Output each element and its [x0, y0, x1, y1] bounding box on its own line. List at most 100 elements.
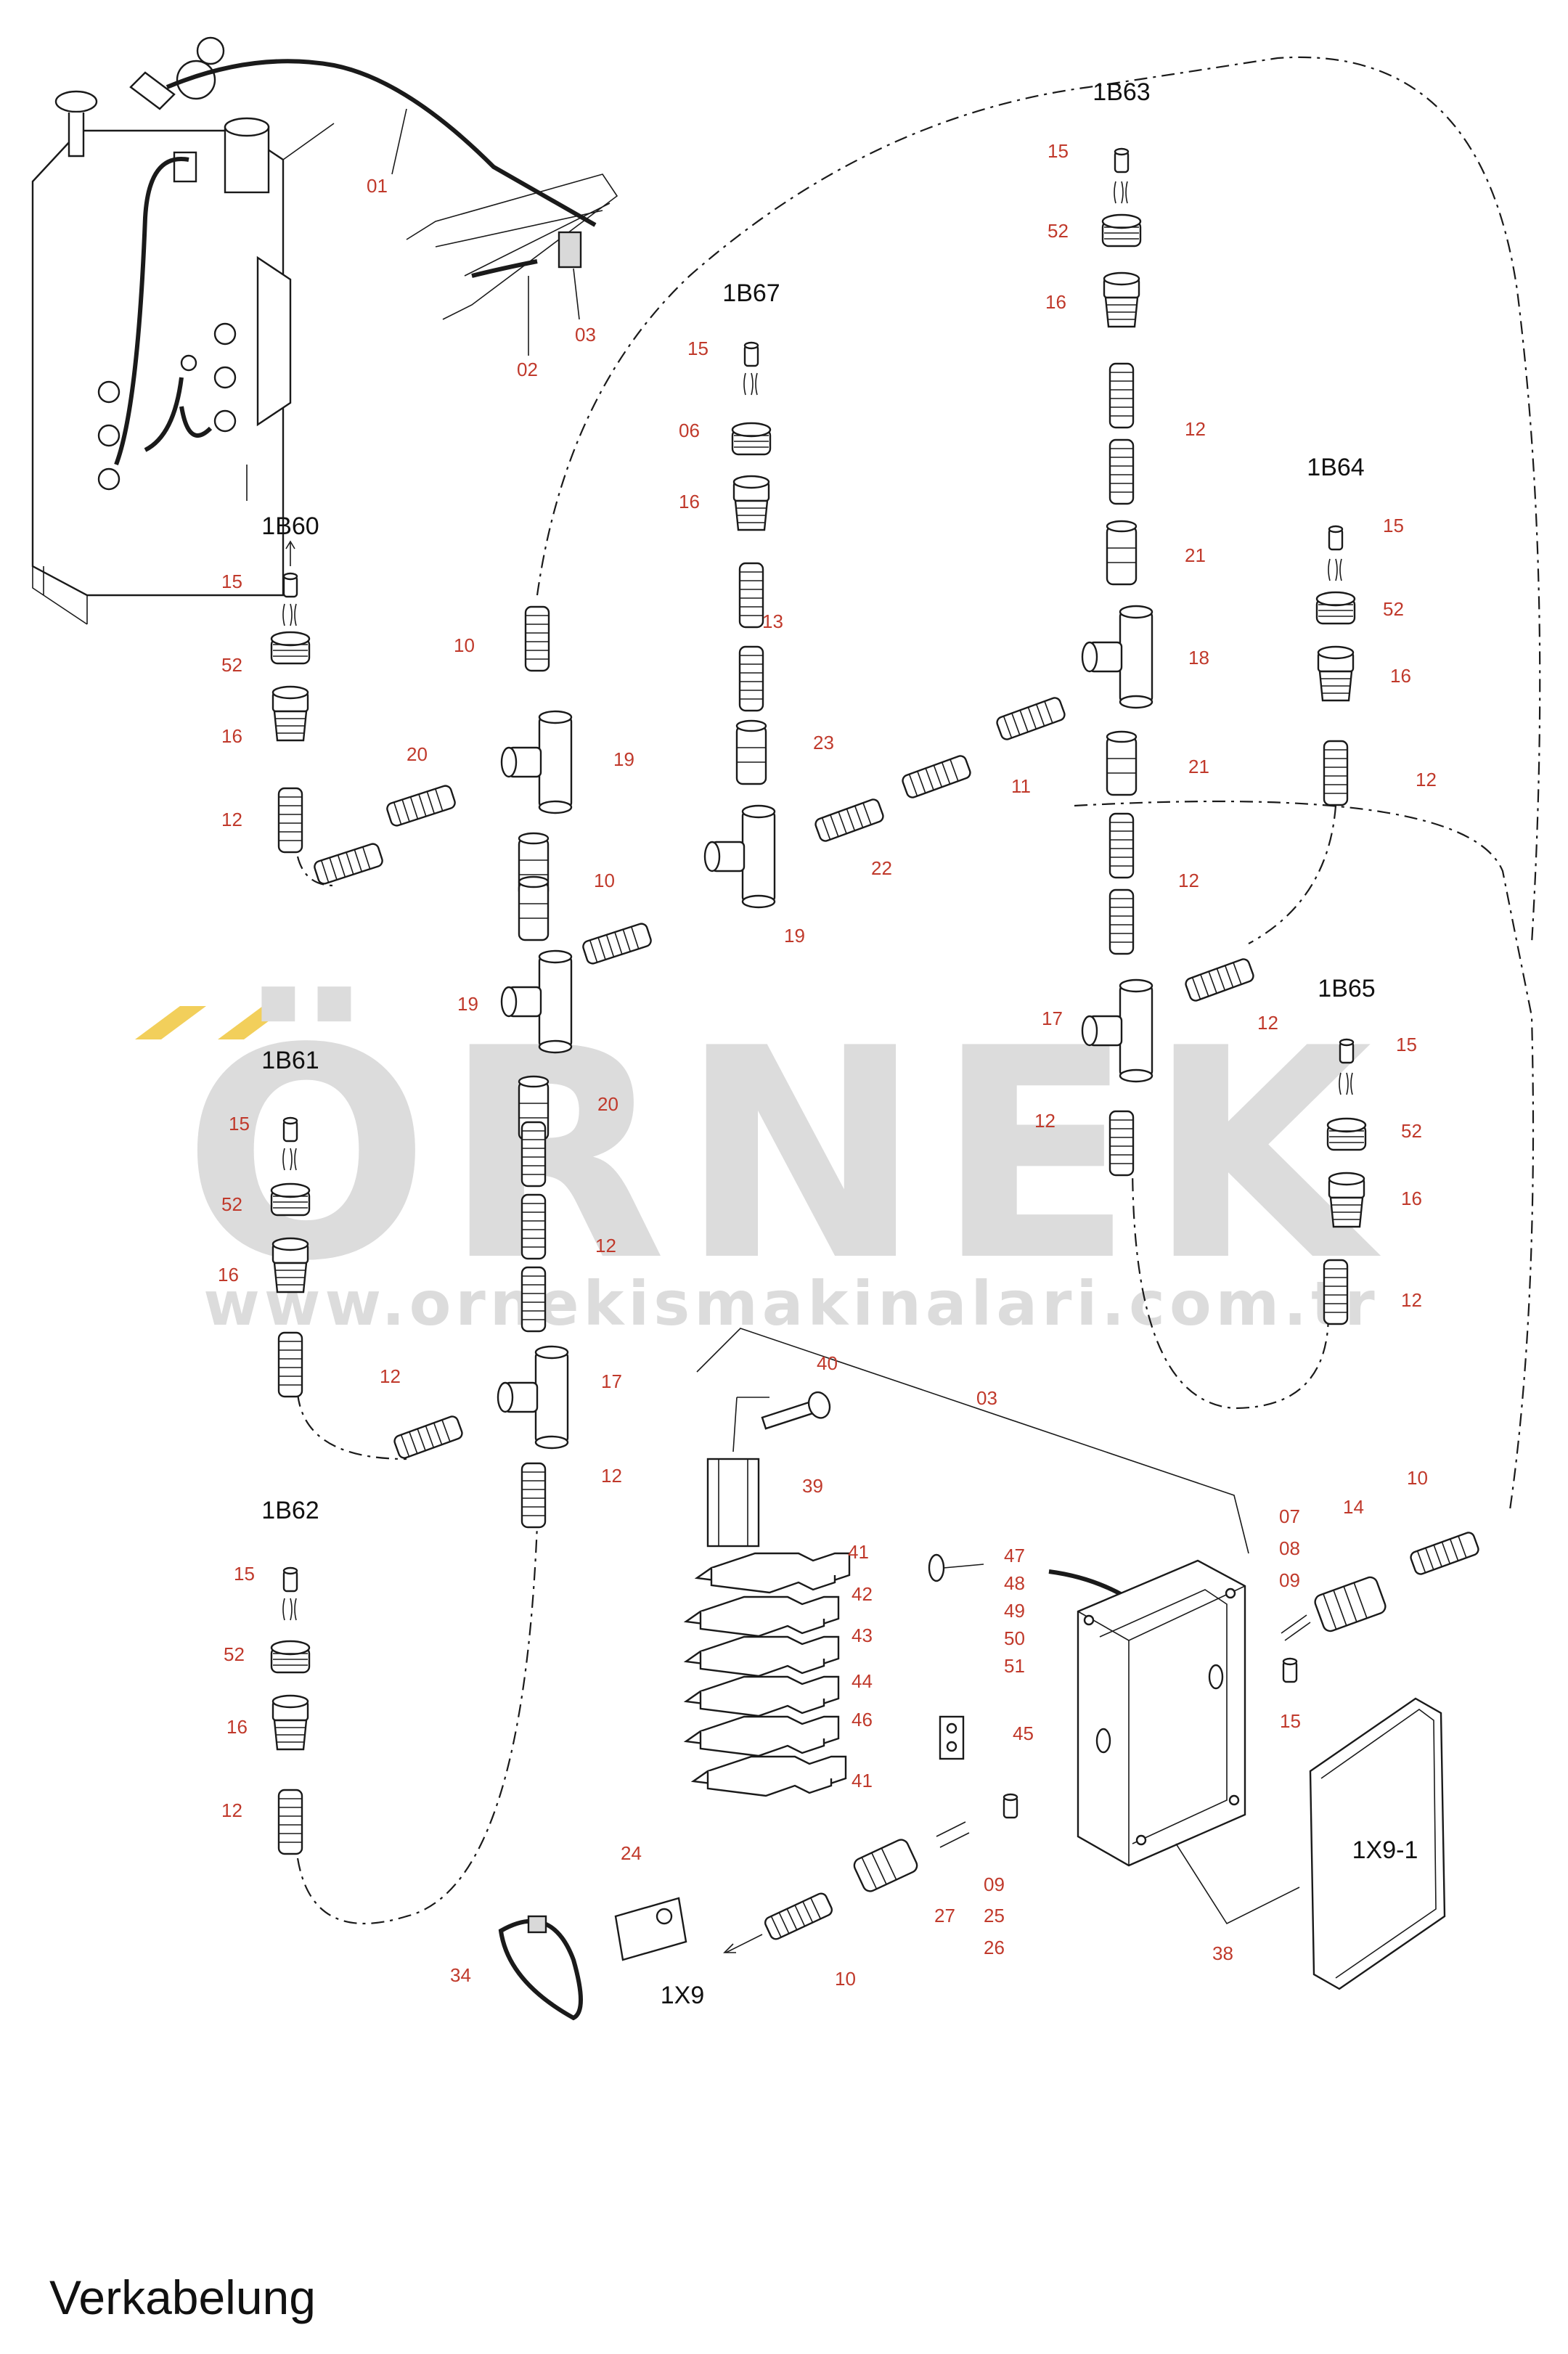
label-1b60: 1B60 [261, 512, 319, 540]
cable-route-outer [1074, 800, 1535, 1511]
label-1b62: 1B62 [261, 1497, 319, 1524]
callout-19-upper: 19 [613, 748, 634, 770]
callout-20-lower: 20 [597, 1093, 618, 1115]
callout-15-1b67: 15 [687, 338, 709, 359]
connector-1b67: 1B67 [703, 279, 886, 909]
callout-46: 46 [852, 1709, 873, 1730]
callout-47: 47 [1004, 1545, 1025, 1566]
watermark-brand: ÖRNEK [183, 984, 1385, 1325]
connector-1b63: 1B63 [1081, 78, 1256, 1177]
callout-52-1b64: 52 [1383, 598, 1404, 620]
callout-10-right: 10 [1407, 1467, 1428, 1489]
callout-41-top: 41 [848, 1541, 869, 1563]
callout-52-1b60: 52 [221, 654, 242, 676]
page-title: Verkabelung [49, 2271, 316, 2324]
watermark-url: www.ornekismakinalari.com.tr [203, 1268, 1379, 1339]
callout-16-1b64: 16 [1390, 665, 1411, 687]
cable-route-top [536, 56, 1541, 944]
callout-11: 11 [1011, 775, 1031, 797]
callout-09-bottom: 09 [984, 1873, 1005, 1895]
callout-12-1b63-bottom: 12 [1034, 1110, 1055, 1132]
callout-12-bottom: 12 [601, 1465, 622, 1487]
callout-50: 50 [1004, 1627, 1025, 1649]
callout-02: 02 [517, 359, 538, 380]
label-1b61: 1B61 [261, 1047, 319, 1074]
callout-06: 06 [679, 420, 700, 441]
callout-09-right: 09 [1279, 1569, 1300, 1591]
callout-07: 07 [1279, 1505, 1300, 1527]
watermark-accent-left [135, 1006, 206, 1039]
connector-1b60: 1B60 [261, 512, 319, 854]
callout-40: 40 [817, 1352, 838, 1374]
callout-52-1b62: 52 [224, 1643, 245, 1665]
watermark: ÖRNEK www.ornekismakinalari.com.tr [135, 984, 1385, 1339]
callout-43: 43 [852, 1624, 873, 1646]
callout-52-1b63: 52 [1048, 220, 1069, 242]
callout-15-1b65: 15 [1396, 1034, 1417, 1055]
callout-49: 49 [1004, 1600, 1025, 1622]
cable-route-1b61 [296, 1393, 407, 1460]
callout-45: 45 [1013, 1722, 1034, 1744]
callout-03-box: 03 [976, 1387, 997, 1409]
callout-16-1b60: 16 [221, 725, 242, 747]
callout-52-1b65: 52 [1401, 1120, 1422, 1142]
callout-19-center: 19 [784, 925, 805, 947]
label-1b63: 1B63 [1093, 78, 1150, 106]
cable-route-1b64 [1248, 805, 1337, 944]
callout-03: 03 [575, 324, 596, 346]
callout-12-trunk: 12 [595, 1235, 616, 1256]
connector-1b62: 1B62 [261, 1497, 319, 1855]
callout-16-1b62: 16 [226, 1716, 248, 1738]
callout-23: 23 [813, 732, 834, 753]
callout-16-1b67: 16 [679, 491, 700, 512]
callout-15-1b61: 15 [229, 1113, 250, 1135]
callout-12-1b64: 12 [1416, 769, 1437, 790]
callout-14: 14 [1343, 1496, 1364, 1518]
diagonal-hoses [900, 695, 1067, 800]
callout-16-1b63: 16 [1045, 291, 1066, 313]
callout-27: 27 [934, 1905, 955, 1926]
callout-10-mid: 10 [594, 870, 615, 891]
callout-34: 34 [450, 1964, 471, 1986]
callout-01: 01 [367, 175, 388, 197]
machine-illustration [31, 36, 618, 625]
callout-38: 38 [1212, 1942, 1233, 1964]
callout-20-upper: 20 [407, 743, 428, 765]
callout-15-1b64: 15 [1383, 515, 1404, 536]
callout-16-1b65: 16 [1401, 1188, 1422, 1209]
callout-44: 44 [852, 1670, 873, 1692]
callout-15-1b62: 15 [234, 1563, 255, 1585]
label-1b67: 1B67 [722, 279, 780, 307]
callout-12-branch-right: 12 [1257, 1012, 1278, 1034]
callout-22: 22 [871, 857, 892, 879]
connector-1b61: 1B61 [261, 1047, 319, 1398]
label-1b65: 1B65 [1318, 975, 1375, 1002]
callout-15-box: 15 [1280, 1710, 1301, 1732]
callout-24: 24 [621, 1842, 642, 1864]
junction-box-assembly: 03 40 39 41 42 43 44 46 41 45 47 48 49 [450, 1328, 1481, 2021]
callout-21-lower: 21 [1188, 756, 1209, 777]
watermark-accent-right [218, 1006, 289, 1039]
cable-route-1b62 [296, 1524, 539, 1925]
callout-10-bottom: 10 [835, 1968, 856, 1990]
callout-42: 42 [852, 1583, 873, 1605]
callout-52-1b61: 52 [221, 1193, 242, 1215]
callout-13: 13 [762, 610, 783, 632]
connector-1b65: 1B65 [1318, 975, 1376, 1325]
cable-route-1b65 [1131, 1161, 1330, 1410]
callout-08: 08 [1279, 1537, 1300, 1559]
callout-12-branch-1b61: 12 [380, 1365, 401, 1387]
label-1x9-1: 1X9-1 [1352, 1836, 1418, 1864]
callout-17-left: 17 [601, 1370, 622, 1392]
callout-15-1b60: 15 [221, 571, 242, 592]
callout-10-top: 10 [454, 634, 475, 656]
callout-26: 26 [984, 1937, 1005, 1958]
label-1b64: 1B64 [1307, 454, 1364, 481]
callout-39: 39 [802, 1475, 823, 1497]
callout-12-1b65: 12 [1401, 1289, 1422, 1311]
cable-route-1b60 [296, 856, 335, 887]
callout-15-1b63: 15 [1048, 140, 1069, 162]
callout-41-bottom: 41 [852, 1770, 873, 1791]
callout-16-1b61: 16 [218, 1264, 239, 1286]
